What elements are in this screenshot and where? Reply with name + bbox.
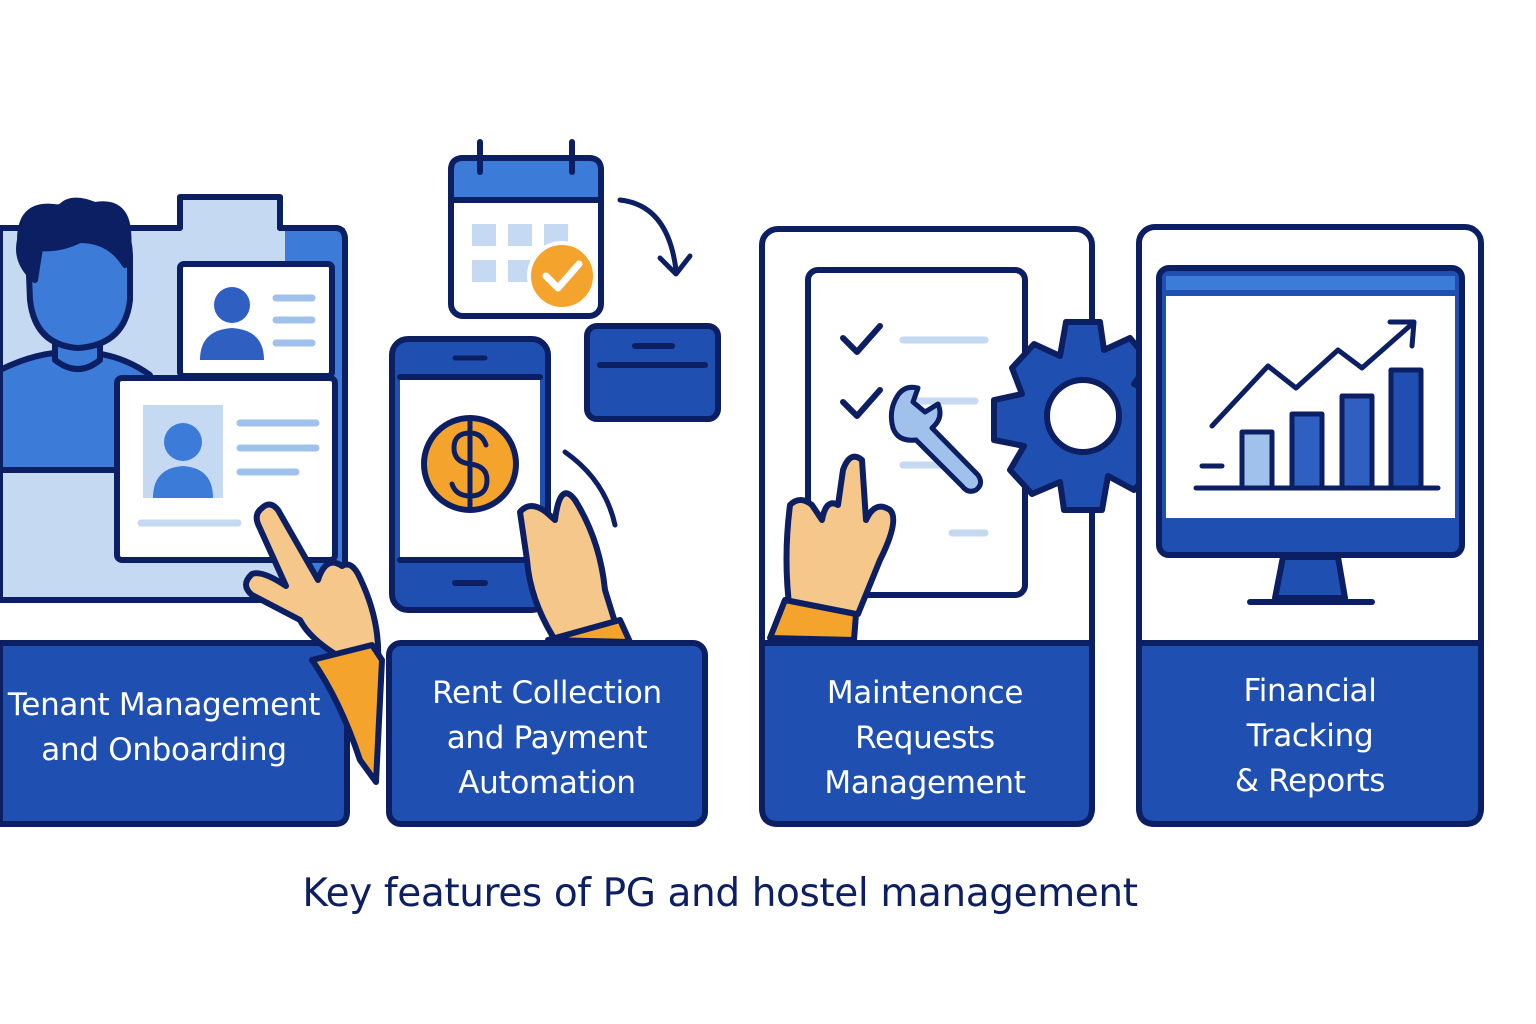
id-card-icon	[177, 261, 335, 379]
panel-label-line: Requests	[855, 719, 995, 756]
calendar-check-icon	[448, 139, 604, 319]
monitor-chart-icon	[1156, 265, 1465, 605]
tenant-illustration	[0, 194, 385, 827]
panel-label-line: & Reports	[1234, 762, 1386, 799]
caption: Key features of PG and hostel management	[0, 866, 1536, 922]
panel-label-tenant-management: Tenant Management and Onboarding	[0, 648, 334, 808]
rent-illustration	[386, 139, 721, 827]
arrow-up-icon	[1209, 319, 1417, 429]
panel-label-line: and Payment	[446, 719, 648, 756]
financial-illustration	[1136, 224, 1484, 827]
panel-label-line: Rent Collection	[432, 674, 662, 711]
gear-icon	[991, 319, 1177, 513]
dollar-coin-icon	[421, 415, 519, 513]
panel-label-line: Tenant Management	[7, 687, 321, 723]
wrench-icon	[888, 384, 984, 494]
panel-label-line: Automation	[458, 764, 636, 801]
caption-text: Key features of PG and hostel management	[302, 871, 1138, 916]
hand-tap-icon	[243, 501, 385, 785]
panel-label-line: and Onboarding	[41, 732, 287, 768]
maintenance-illustration	[759, 226, 1177, 827]
hand-tap-icon	[767, 453, 897, 643]
panel-label-financial: Financial Tracking & Reports	[1139, 646, 1481, 826]
panel-label-maintenance: Maintenonce Requests Management	[762, 648, 1088, 828]
panel-label-line: Financial	[1243, 672, 1377, 709]
hand-tap-icon	[517, 449, 633, 645]
credit-card-icon	[584, 323, 721, 422]
panel-label-line: Tracking	[1246, 717, 1374, 754]
panel-label-line: Maintenonce	[826, 674, 1024, 711]
panel-label-line: Management	[824, 764, 1026, 801]
id-card-icon	[114, 375, 338, 563]
panel-label-rent-collection: Rent Collection and Payment Automation	[389, 648, 705, 828]
